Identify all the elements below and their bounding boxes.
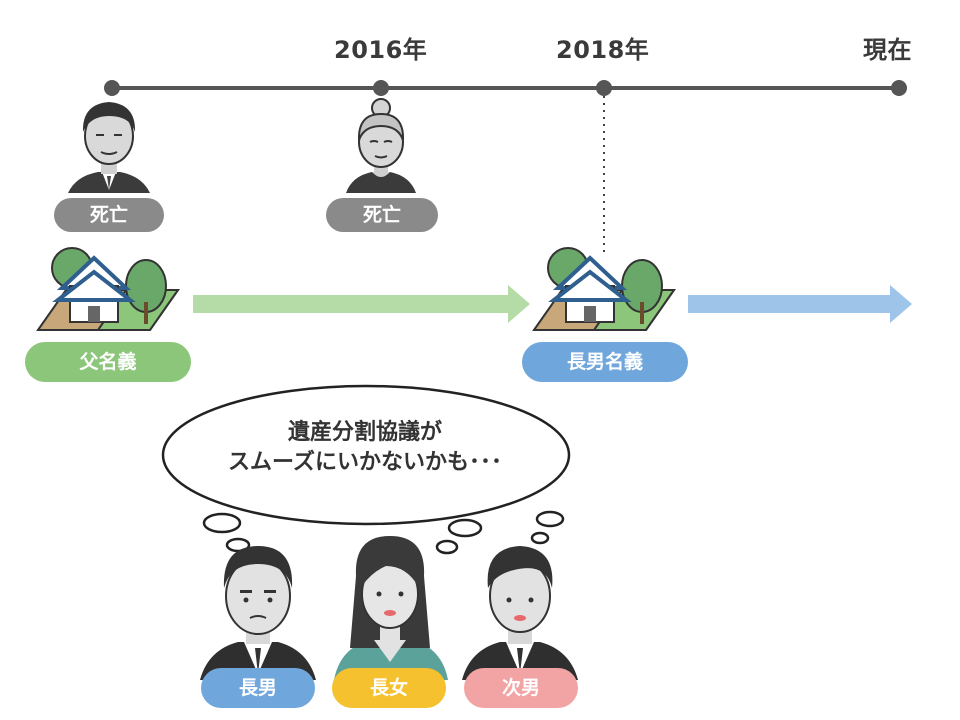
father-status-badge: 死亡	[54, 198, 164, 232]
thought-bubble-tail-4	[435, 539, 459, 555]
timeline-dot-2018	[596, 80, 612, 96]
year-label-now: 現在	[863, 36, 912, 64]
eldest-daughter-avatar-icon	[334, 536, 448, 680]
thought-bubble-tail-3	[447, 518, 483, 538]
mother-avatar-icon	[346, 98, 416, 193]
heir-badge-eldest-daughter: 長女	[332, 668, 446, 708]
thought-bubble	[161, 384, 571, 526]
house-left-icon	[36, 247, 180, 331]
ownership-before-label: 父名義	[79, 351, 137, 373]
second-son-avatar-icon	[462, 546, 578, 680]
thought-bubble-tail-6	[530, 531, 550, 545]
ownership-after-badge: 長男名義	[522, 342, 688, 382]
heir-label-eldest-son: 長男	[238, 677, 277, 699]
heir-badge-eldest-son: 長男	[201, 668, 315, 708]
timeline-dot-start	[104, 80, 120, 96]
ownership-before-badge: 父名義	[25, 342, 191, 382]
timeline-dot-now	[891, 80, 907, 96]
eldest-son-avatar-icon	[200, 546, 316, 680]
ownership-after-label: 長男名義	[566, 351, 643, 373]
house-right-icon	[532, 247, 676, 331]
blue-transfer-arrow	[688, 285, 912, 323]
timeline-dot-2016	[373, 80, 389, 96]
year-label-2016: 2016年	[334, 36, 428, 64]
father-status-label: 死亡	[89, 204, 128, 226]
heir-label-eldest-daughter: 長女	[369, 677, 408, 699]
thought-line-1: 遺産分割協議が	[287, 420, 442, 445]
thought-bubble-tail-5	[535, 510, 565, 528]
thought-line-2: スムーズにいかないかも･･･	[228, 450, 502, 475]
heir-label-second-son: 次男	[501, 677, 540, 699]
year-label-2018: 2018年	[556, 36, 650, 64]
heir-badge-second-son: 次男	[464, 668, 578, 708]
father-avatar-icon	[68, 102, 150, 193]
thought-bubble-text: 遺産分割協議が スムーズにいかないかも･･･	[165, 418, 565, 478]
mother-status-label: 死亡	[362, 204, 401, 226]
green-transfer-arrow	[193, 285, 530, 323]
thought-bubble-tail-1	[202, 512, 242, 534]
mother-status-badge: 死亡	[326, 198, 438, 232]
